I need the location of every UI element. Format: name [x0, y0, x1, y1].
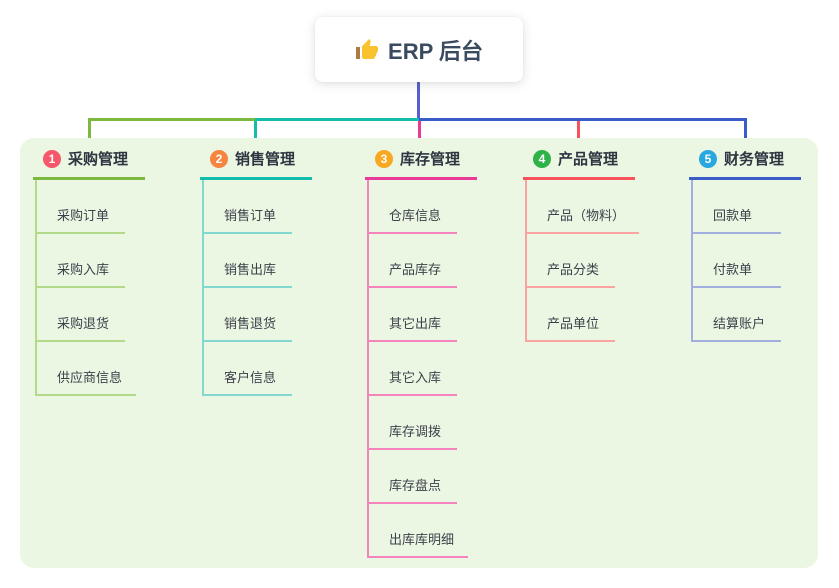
child-node[interactable]: 回款单: [693, 180, 781, 234]
branch-purchase: 1 采购管理 采购订单 采购入库 采购退货 供应商信息: [33, 148, 163, 396]
child-node[interactable]: 其它出库: [369, 288, 457, 342]
child-node[interactable]: 库存调拨: [369, 396, 457, 450]
child-node[interactable]: 采购退货: [37, 288, 125, 342]
connector-segment-finance: [419, 118, 747, 121]
branch-badge: 3: [375, 149, 393, 168]
branch-badge: 5: [699, 149, 717, 168]
child-node[interactable]: 库存盘点: [369, 450, 457, 504]
branch-finance: 5 财务管理 回款单 付款单 结算账户: [689, 148, 819, 342]
connector-segment-sales: [255, 118, 419, 121]
child-node[interactable]: 销售订单: [204, 180, 292, 234]
branch-header-product[interactable]: 4 产品管理: [523, 148, 635, 180]
connector-segment-purchase: [88, 118, 255, 121]
branch-badge: 1: [43, 149, 61, 168]
branch-children: 采购订单 采购入库 采购退货 供应商信息: [35, 180, 163, 396]
child-node[interactable]: 付款单: [693, 234, 781, 288]
branch-label: 采购管理: [68, 151, 129, 168]
child-node[interactable]: 其它入库: [369, 342, 457, 396]
child-node[interactable]: 销售退货: [204, 288, 292, 342]
child-node[interactable]: 仓库信息: [369, 180, 457, 234]
root-connector-line: [417, 82, 420, 121]
branch-header-finance[interactable]: 5 财务管理: [689, 148, 801, 180]
connector-drop-purchase: [88, 121, 91, 143]
branch-label: 销售管理: [235, 151, 296, 168]
connector-drop-product: [577, 121, 580, 143]
branch-children: 产品（物料） 产品分类 产品单位: [525, 180, 653, 342]
branch-inventory: 3 库存管理 仓库信息 产品库存 其它出库 其它入库 库存调拨 库存盘点 出库库…: [365, 148, 495, 558]
connector-drop-inventory: [418, 121, 421, 143]
branch-header-inventory[interactable]: 3 库存管理: [365, 148, 477, 180]
child-node[interactable]: 结算账户: [693, 288, 781, 342]
branch-product: 4 产品管理 产品（物料） 产品分类 产品单位: [523, 148, 653, 342]
child-node[interactable]: 供应商信息: [37, 342, 137, 396]
branch-sales: 2 销售管理 销售订单 销售出库 销售退货 客户信息: [200, 148, 330, 396]
connector-drop-finance: [744, 121, 747, 143]
branch-header-sales[interactable]: 2 销售管理: [200, 148, 312, 180]
connector-drop-sales: [254, 121, 257, 143]
child-node[interactable]: 产品分类: [527, 234, 615, 288]
root-node-label: ERP 后台: [388, 38, 483, 64]
child-node[interactable]: 产品单位: [527, 288, 615, 342]
branch-label: 财务管理: [724, 151, 785, 168]
child-node[interactable]: 出库库明细: [369, 504, 469, 558]
branch-label: 产品管理: [558, 151, 619, 168]
child-node[interactable]: 客户信息: [204, 342, 292, 396]
branch-label: 库存管理: [400, 151, 461, 168]
child-node[interactable]: 销售出库: [204, 234, 292, 288]
child-node[interactable]: 产品（物料）: [527, 180, 640, 234]
child-node[interactable]: 产品库存: [369, 234, 457, 288]
branch-children: 仓库信息 产品库存 其它出库 其它入库 库存调拨 库存盘点 出库库明细: [367, 180, 495, 558]
branch-badge: 2: [210, 149, 228, 168]
branches-panel: [20, 138, 818, 568]
thumbs-up-icon: [355, 38, 379, 62]
branch-children: 回款单 付款单 结算账户: [691, 180, 819, 342]
branch-children: 销售订单 销售出库 销售退货 客户信息: [202, 180, 330, 396]
child-node[interactable]: 采购入库: [37, 234, 125, 288]
branch-header-purchase[interactable]: 1 采购管理: [33, 148, 145, 180]
branch-badge: 4: [533, 149, 551, 168]
root-node-erp[interactable]: ERP 后台: [315, 17, 523, 82]
child-node[interactable]: 采购订单: [37, 180, 125, 234]
